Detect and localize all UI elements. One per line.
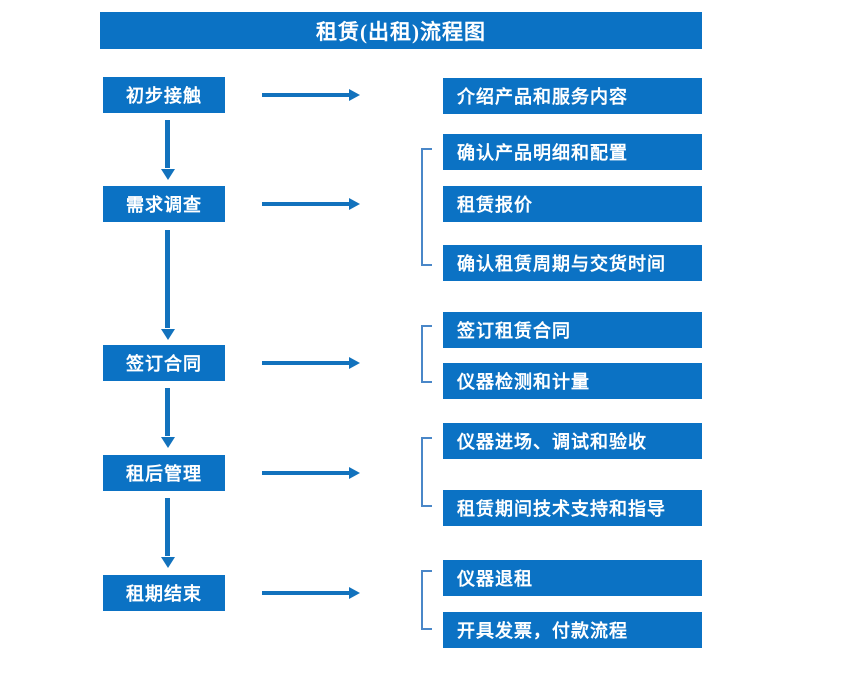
detail-box-2[interactable]: 确认产品明细和配置 [443,134,702,170]
horizontal-arrow-4 [262,465,360,481]
detail-box-6[interactable]: 仪器检测和计量 [443,363,702,399]
detail-box-8[interactable]: 租赁期间技术支持和指导 [443,490,702,526]
arrow-shaft [262,471,350,475]
flowchart-title: 租赁(出租)流程图 [100,12,702,49]
horizontal-arrow-1 [262,87,360,103]
arrow-shaft [165,230,170,328]
detail-box-7[interactable]: 仪器进场、调试和验收 [443,423,702,459]
arrow-shaft [165,120,170,168]
arrow-head [349,89,360,101]
arrow-head [161,557,175,568]
arrow-shaft [165,498,170,556]
stage-box-1[interactable]: 初步接触 [103,77,225,113]
vertical-arrow-2 [160,230,176,340]
arrow-shaft [262,202,350,206]
vertical-arrow-4 [160,498,176,568]
stage-box-4[interactable]: 租后管理 [103,455,225,491]
stage-box-5[interactable]: 租期结束 [103,575,225,611]
detail-box-10[interactable]: 开具发票，付款流程 [443,612,702,648]
detail-box-1[interactable]: 介绍产品和服务内容 [443,78,702,114]
group-bracket-2 [421,325,432,383]
arrow-shaft [262,93,350,97]
stage-box-2[interactable]: 需求调查 [103,186,225,222]
arrow-shaft [262,361,350,365]
group-bracket-3 [421,437,432,507]
vertical-arrow-3 [160,388,176,448]
group-bracket-1 [421,148,432,266]
arrow-head [161,169,175,180]
arrow-shaft [165,388,170,436]
detail-box-4[interactable]: 确认租赁周期与交货时间 [443,245,702,281]
horizontal-arrow-2 [262,196,360,212]
arrow-head [349,198,360,210]
horizontal-arrow-5 [262,585,360,601]
detail-box-9[interactable]: 仪器退租 [443,560,702,596]
horizontal-arrow-3 [262,355,360,371]
arrow-head [349,587,360,599]
detail-box-3[interactable]: 租赁报价 [443,186,702,222]
stage-box-3[interactable]: 签订合同 [103,345,225,381]
arrow-head [349,357,360,369]
arrow-shaft [262,591,350,595]
arrow-head [161,437,175,448]
arrow-head [349,467,360,479]
detail-box-5[interactable]: 签订租赁合同 [443,312,702,348]
arrow-head [161,329,175,340]
vertical-arrow-1 [160,120,176,180]
group-bracket-4 [421,570,432,630]
